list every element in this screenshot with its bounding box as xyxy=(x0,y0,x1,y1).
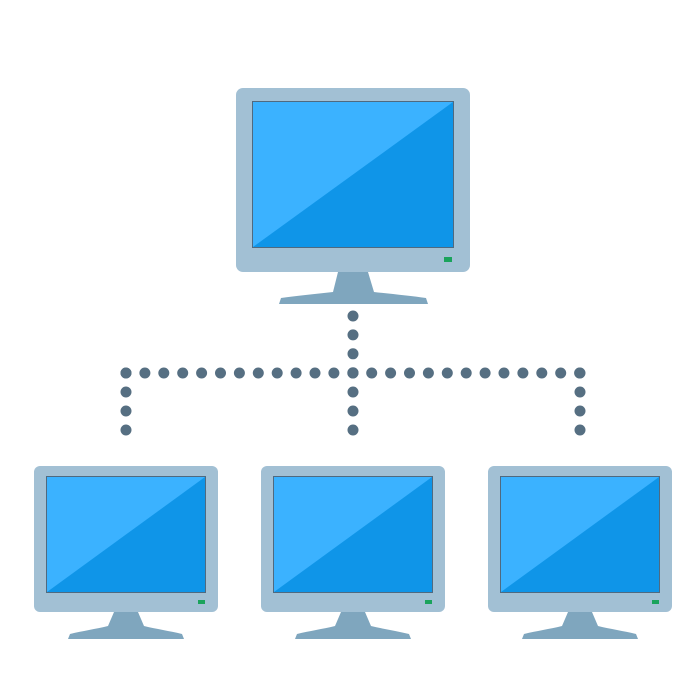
client-monitor-icon xyxy=(488,466,672,639)
client-monitor-icon xyxy=(261,466,445,639)
client-monitor-icon xyxy=(34,466,218,639)
server-monitor-icon xyxy=(236,88,470,304)
connector-lines xyxy=(120,310,586,455)
